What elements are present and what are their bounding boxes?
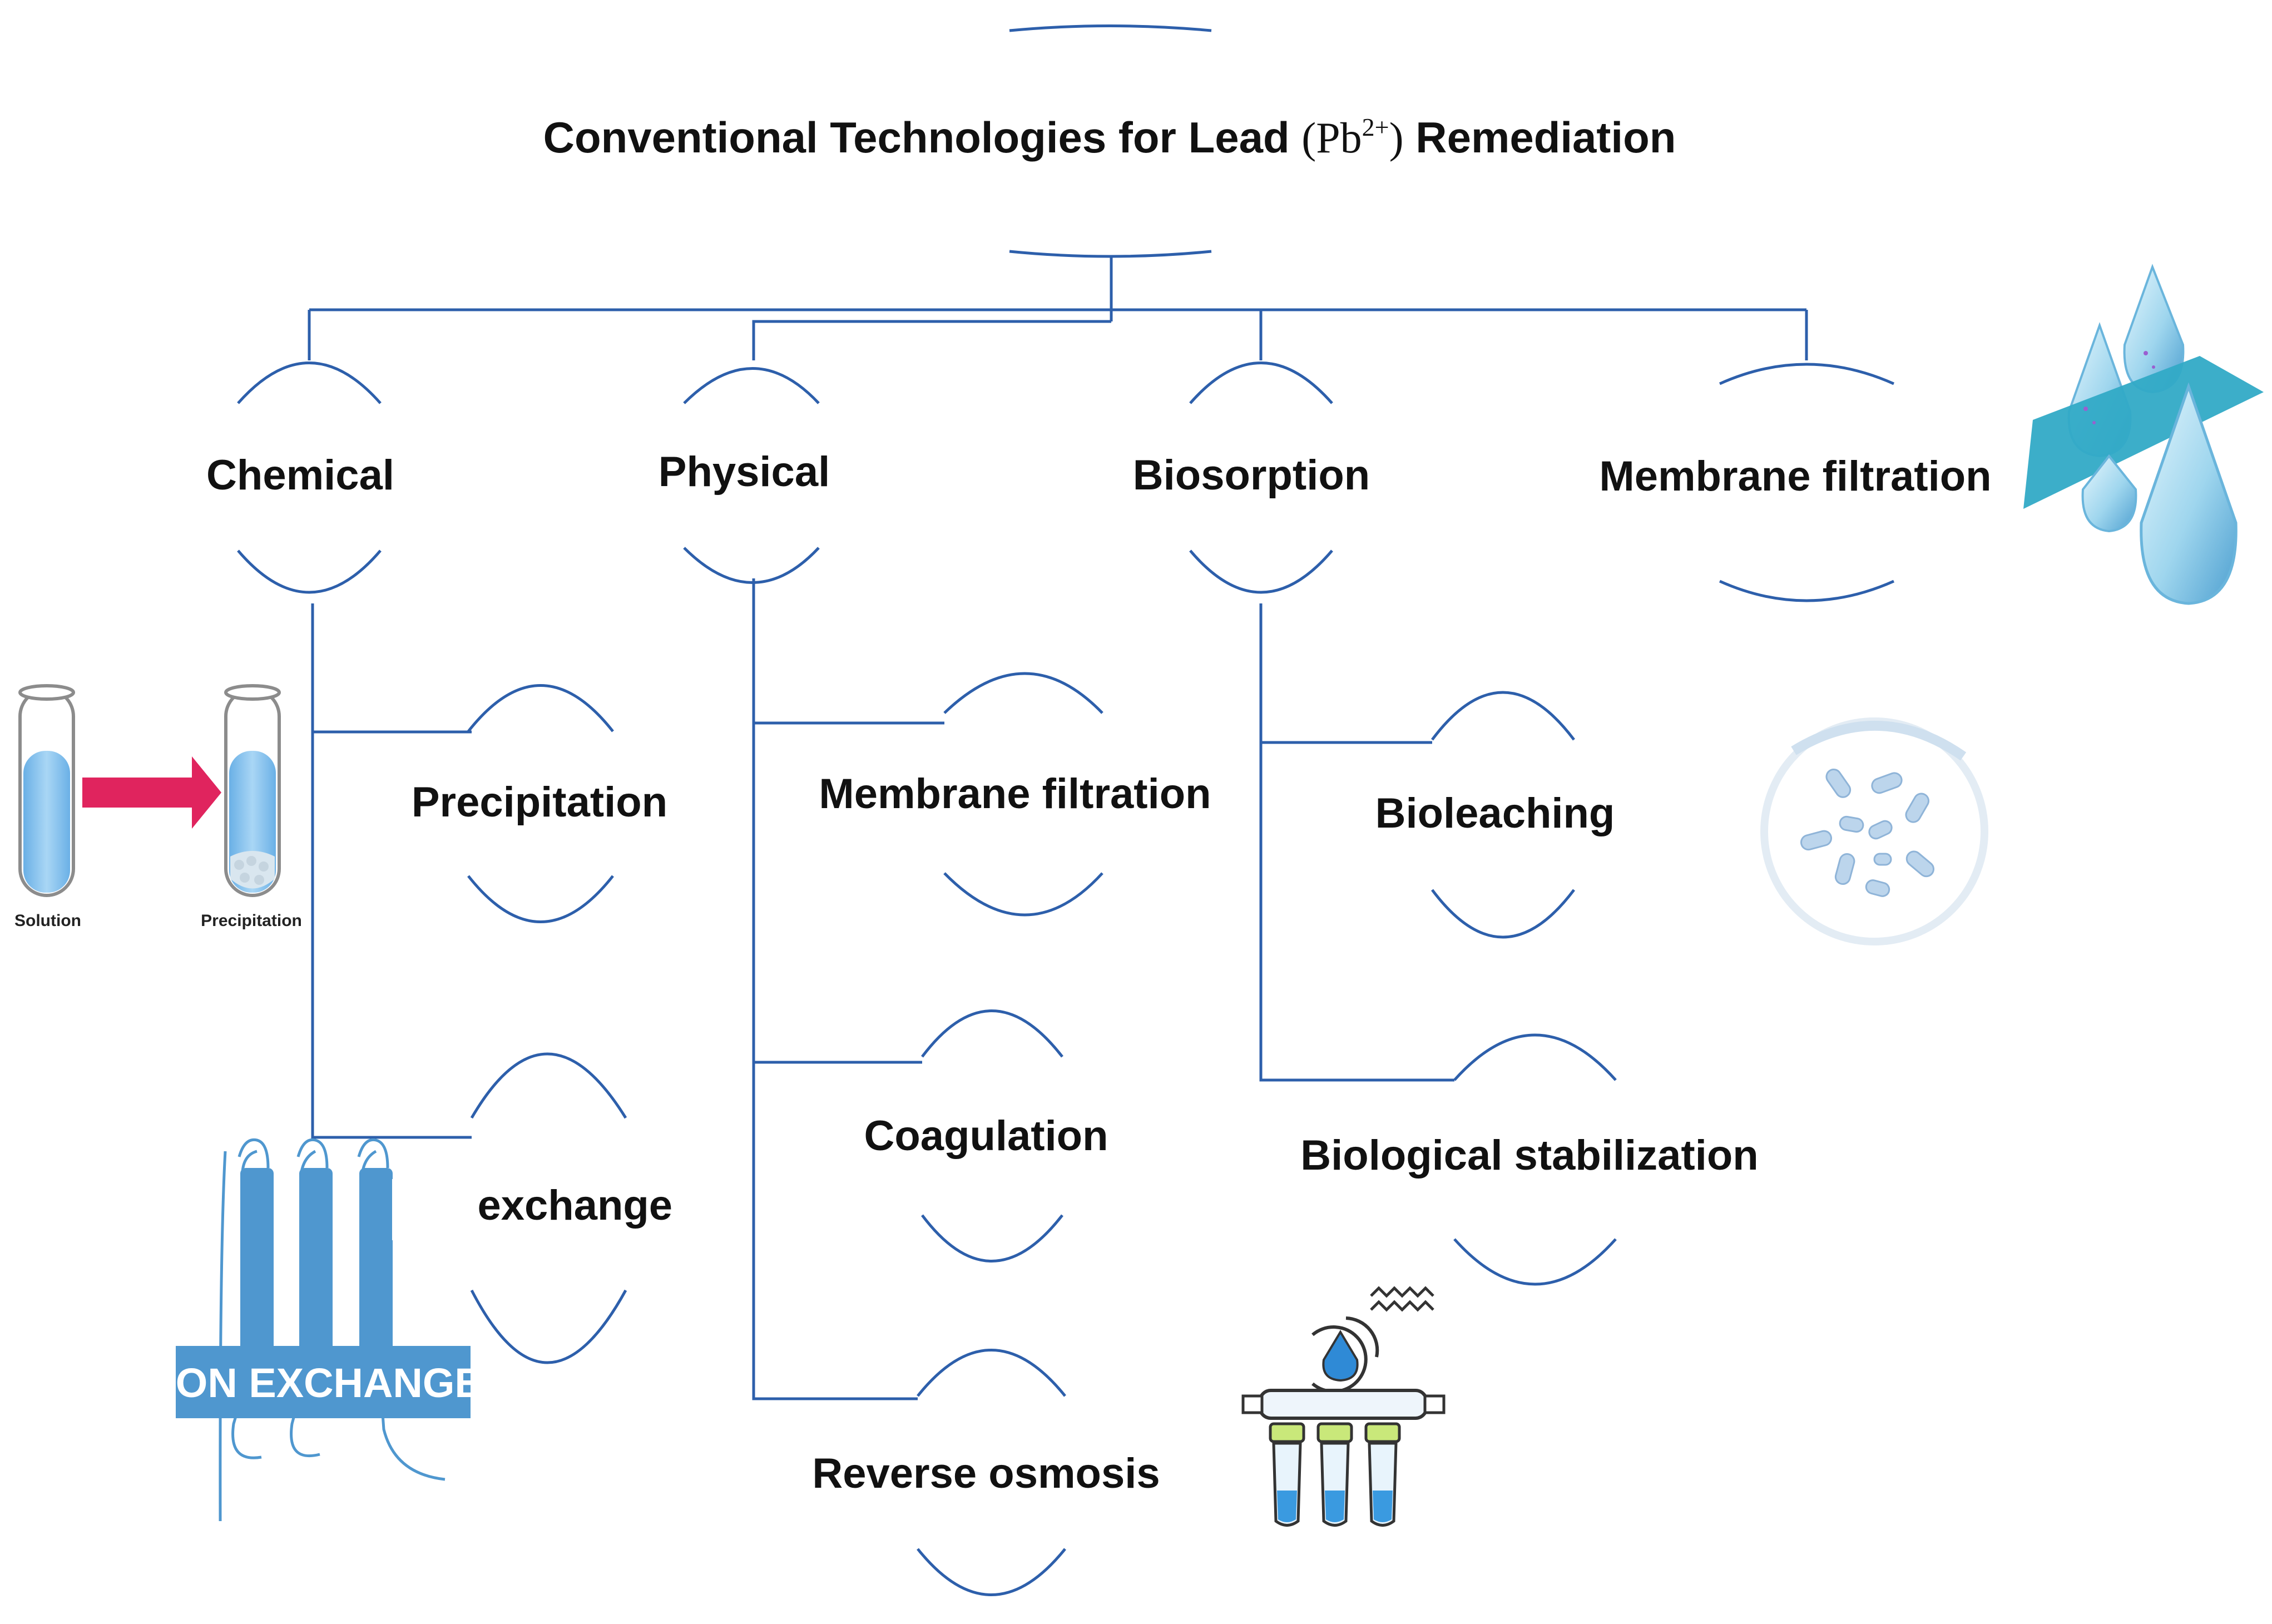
ion-exchange-caption: ION EXCHANGE <box>164 1360 482 1406</box>
node-coagulation-label: Coagulation <box>864 1112 1108 1160</box>
node-biological-stabilization: Biological stabilization <box>1300 1033 1759 1286</box>
node-precipitation: Precipitation <box>412 684 667 923</box>
precipitation-caption: Precipitation <box>201 912 302 930</box>
node-bioleaching: Bioleaching <box>1375 691 1615 939</box>
node-physical-top-arc <box>683 367 820 404</box>
node-physical-membrane-filtration: Membrane filtration <box>819 672 1211 917</box>
petri-dish-illustration <box>1760 717 1988 945</box>
node-pmf-top-arc <box>943 672 1103 714</box>
filter-cycle-icon <box>1311 1316 1379 1393</box>
ion-exchange-banner <box>176 1346 471 1418</box>
ion-wire-left <box>219 1151 227 1522</box>
node-biosorption-top-arc <box>1189 362 1333 404</box>
node-chemical-label: Chemical <box>206 452 394 499</box>
petri-dish-rim <box>1791 720 1967 761</box>
node-pmf-label: Membrane filtration <box>819 770 1211 818</box>
node-ion-exchange-label: n exchange <box>440 1182 672 1229</box>
node-biosorption: Biosorption <box>1133 362 1370 594</box>
ion-wire-top-2 <box>296 1138 329 1169</box>
node-physical: Physical <box>659 367 830 584</box>
node-ro-top-arc <box>917 1349 1066 1397</box>
node-biostab-label: Biological stabilization <box>1300 1132 1758 1179</box>
node-reverse-osmosis: Reverse osmosis <box>812 1349 1160 1596</box>
node-bioleaching-bottom-arc <box>1430 889 1575 939</box>
ion-column-2 <box>299 1168 333 1351</box>
node-precipitation-bottom-arc <box>467 875 614 923</box>
connector-chemical-branch <box>311 603 472 1139</box>
ion-exchange-mask <box>392 1179 470 1240</box>
filter-pipe <box>1258 1389 1428 1420</box>
node-membrane-bottom-arc <box>1719 580 1895 602</box>
arrow-icon <box>82 756 221 829</box>
drop-lower-left-icon <box>2081 454 2137 533</box>
root-top-arc <box>1009 24 1212 32</box>
filter-wave-icon <box>1370 1286 1434 1312</box>
node-precipitation-label: Precipitation <box>412 779 667 826</box>
ion-wire-top-1 <box>237 1138 270 1169</box>
node-coagulation-bottom-arc <box>921 1214 1063 1262</box>
ion-wire-top-3 <box>357 1138 389 1169</box>
node-biostab-bottom-arc <box>1453 1238 1617 1286</box>
node-chemical: Chemical <box>206 362 394 594</box>
root-connectors <box>308 258 1808 360</box>
root-node: Conventional Technologies for Lead (Pb2+… <box>543 24 1676 258</box>
node-pmf-bottom-arc <box>943 872 1103 917</box>
filter-cartridges <box>1269 1422 1401 1527</box>
ion-column-1 <box>240 1168 274 1351</box>
node-precipitation-top-arc <box>467 684 614 732</box>
node-coagulation-top-arc <box>921 1009 1063 1058</box>
node-bioleaching-top-arc <box>1430 691 1575 741</box>
root-title: Conventional Technologies for Lead (Pb2+… <box>543 113 1676 162</box>
node-membrane-top-arc <box>1719 363 1895 385</box>
node-membrane-label: Membrane filtration <box>1599 453 1991 500</box>
node-ro-label: Reverse osmosis <box>812 1450 1160 1497</box>
membrane-drops-illustration <box>2023 264 2264 605</box>
root-bottom-arc <box>1009 250 1212 258</box>
node-coagulation: Coagulation <box>864 1009 1108 1262</box>
branch-connectors <box>311 578 1454 1400</box>
node-chemical-top-arc <box>237 362 382 404</box>
node-bioleaching-label: Bioleaching <box>1375 790 1615 837</box>
connector-physical <box>752 320 1111 360</box>
node-ion-exchange-top-arc <box>470 1052 627 1119</box>
water-filter-illustration <box>1241 1286 1446 1527</box>
bacteria-icon <box>1800 769 1934 897</box>
precipitation-illustration: Solution Precipitation <box>14 684 302 930</box>
drop-large-icon <box>2140 382 2238 605</box>
precipitate-tube-icon <box>224 684 281 897</box>
node-physical-bottom-arc <box>683 547 820 584</box>
node-ro-bottom-arc <box>917 1548 1066 1596</box>
node-ion-exchange: n exchange <box>440 1052 672 1364</box>
node-chemical-bottom-arc <box>237 549 382 594</box>
node-biostab-top-arc <box>1453 1033 1617 1081</box>
node-membrane-filtration: Membrane filtration <box>1599 363 1992 602</box>
node-biosorption-bottom-arc <box>1189 549 1333 594</box>
connector-physical-branch <box>752 578 918 1400</box>
node-physical-label: Physical <box>659 448 830 496</box>
membrane-plane-icon <box>2023 356 2264 509</box>
node-biosorption-label: Biosorption <box>1133 452 1370 499</box>
solution-label: Solution <box>14 912 81 930</box>
node-ion-exchange-bottom-arc <box>470 1289 627 1364</box>
ion-column-3 <box>359 1168 393 1351</box>
connector-biosorption-branch <box>1259 603 1454 1082</box>
ion-exchange-illustration: ION EXCHANGE <box>164 1138 482 1522</box>
solution-tube-icon <box>18 684 75 897</box>
